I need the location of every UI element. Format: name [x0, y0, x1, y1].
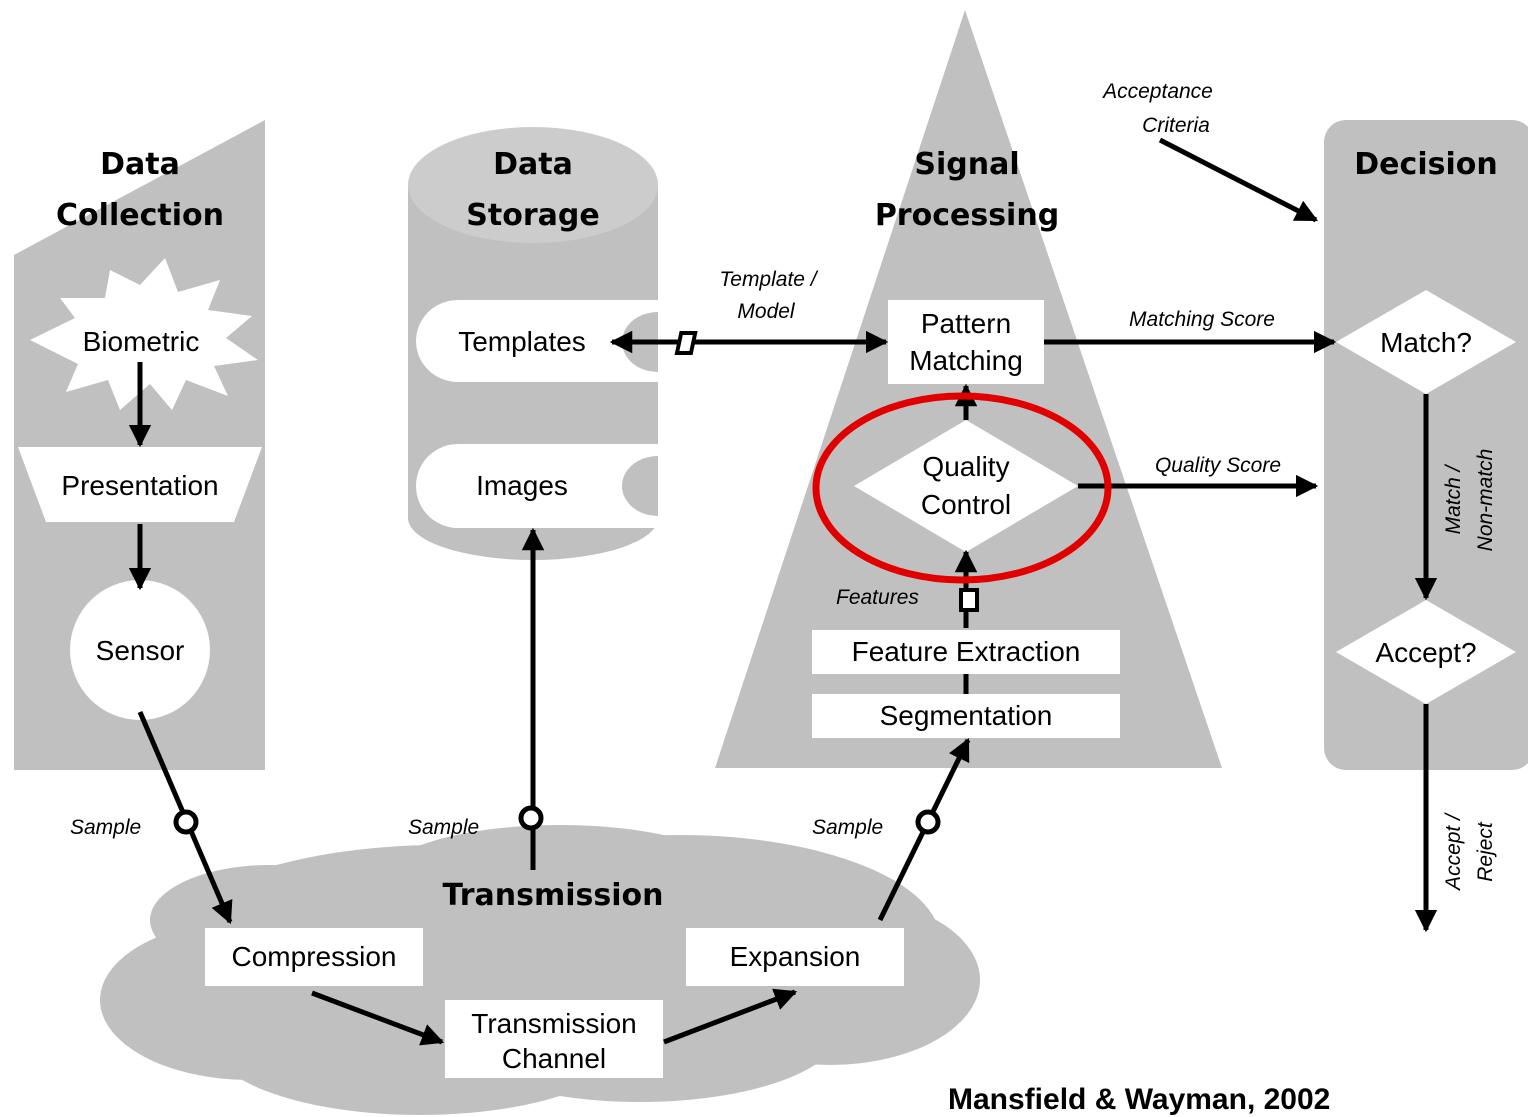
match-nonmatch-line1: Match / — [1442, 463, 1465, 534]
images-label: Images — [476, 470, 568, 501]
templates-box — [416, 300, 658, 382]
compression-box — [205, 928, 423, 986]
arrow-channel-expansion — [663, 988, 798, 1045]
expansion-box — [686, 928, 904, 986]
data-collection-header-line1: Data — [100, 147, 180, 182]
transmission-channel-label-line2: Channel — [502, 1043, 606, 1074]
compression-label: Compression — [232, 941, 397, 972]
data-collection-header-line2: Collection — [56, 198, 224, 233]
images-box — [416, 444, 658, 528]
acceptance-criteria-line1: Acceptance — [1101, 80, 1213, 103]
transmission-channel-label-line1: Transmission — [471, 1008, 636, 1039]
quality-control-label-line1: Quality — [922, 451, 1009, 482]
features-label: Features — [836, 586, 919, 609]
matching-score-label: Matching Score — [1129, 308, 1275, 331]
feature-extraction-box — [812, 630, 1120, 674]
sensor-label: Sensor — [96, 635, 185, 666]
feature-extraction-label: Feature Extraction — [852, 636, 1081, 667]
transmission-header: Transmission — [443, 878, 664, 913]
match-label: Match? — [1380, 327, 1472, 358]
accept-reject-line2: Reject — [1474, 821, 1497, 882]
pattern-matching-label-line1: Pattern — [921, 308, 1011, 339]
sensor-circle — [70, 580, 210, 720]
segmentation-label: Segmentation — [880, 700, 1053, 731]
sample-connector-icon — [518, 805, 544, 831]
sample-label-processing: Sample — [812, 816, 883, 839]
template-model-label-line1: Template / — [719, 268, 818, 291]
match-diamond — [1336, 290, 1516, 394]
signal-processing-header-line2: Processing — [875, 198, 1059, 233]
transmission-channel-box — [445, 1000, 663, 1078]
match-nonmatch-line2: Non-match — [1474, 449, 1497, 552]
arrow-compression-channel — [311, 990, 445, 1046]
sample-label-collection: Sample — [70, 816, 141, 839]
signal-processing-header-line1: Signal — [914, 147, 1019, 182]
presentation-label: Presentation — [61, 470, 218, 501]
sample-label-storage: Sample — [408, 816, 479, 839]
data-storage-header-line2: Storage — [466, 198, 599, 233]
templates-label: Templates — [458, 326, 586, 357]
sample-connector-icon — [915, 809, 941, 835]
accept-label: Accept? — [1375, 637, 1476, 668]
match-nonmatch-label: Match / Non-match — [1442, 449, 1497, 552]
expansion-label: Expansion — [730, 941, 861, 972]
template-document-icon — [674, 331, 698, 355]
pattern-matching-label-line2: Matching — [909, 345, 1023, 376]
arrow-acceptance-criteria — [1158, 137, 1319, 223]
features-document-icon — [959, 588, 979, 612]
template-model-label-line2: Model — [737, 300, 796, 323]
accept-reject-label: Accept / Reject — [1442, 812, 1497, 892]
biometric-label: Biometric — [83, 326, 200, 357]
quality-control-label-line2: Control — [921, 489, 1011, 520]
pattern-matching-box — [888, 300, 1044, 384]
biometric-starburst — [30, 258, 258, 410]
presentation-trapezoid — [18, 447, 262, 522]
quality-control-diamond — [854, 420, 1078, 552]
accept-reject-line1: Accept / — [1442, 812, 1465, 892]
quality-control-highlight — [812, 392, 1112, 584]
accept-diamond — [1336, 600, 1516, 704]
decision-header: Decision — [1354, 147, 1497, 182]
sample-connector-icon — [173, 809, 199, 835]
citation: Mansfield & Wayman, 2002 — [948, 1083, 1330, 1116]
data-storage-header-line1: Data — [493, 147, 573, 182]
quality-score-label: Quality Score — [1155, 454, 1281, 477]
acceptance-criteria-line2: Criteria — [1142, 114, 1210, 137]
segmentation-box — [812, 694, 1120, 738]
